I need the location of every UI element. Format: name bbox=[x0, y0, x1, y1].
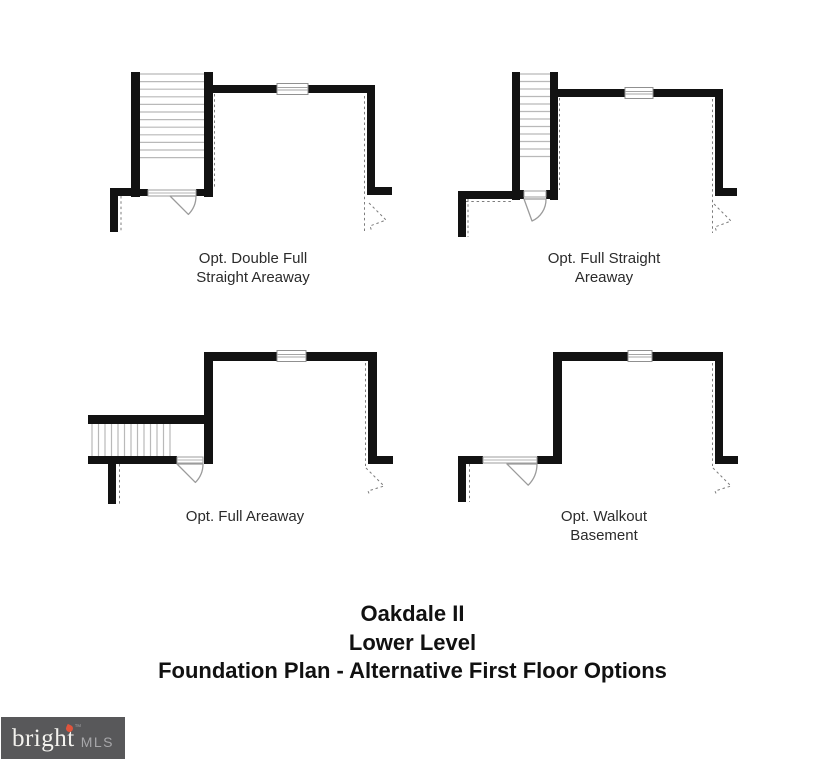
caption-line: Straight Areaway bbox=[196, 269, 310, 286]
window-symbol bbox=[276, 350, 307, 362]
left-wall bbox=[204, 352, 213, 464]
corner-wall bbox=[110, 188, 118, 232]
door-jamb bbox=[537, 456, 553, 464]
title-model-name: Oakdale II bbox=[360, 601, 465, 626]
door-jamb bbox=[546, 190, 558, 199]
right-wall bbox=[715, 89, 723, 196]
right-wall bbox=[368, 352, 377, 464]
bright-mls-logo: bright ™ MLS bbox=[1, 717, 125, 759]
stairs bbox=[140, 73, 204, 159]
sheet-title: Oakdale II Lower Level Foundation Plan -… bbox=[0, 600, 825, 686]
plan-caption-full-straight-areaway: Opt. Full Straight Areaway bbox=[500, 249, 708, 287]
areaway-step-dashed bbox=[368, 202, 387, 233]
caption-line: Basement bbox=[570, 527, 638, 544]
top-wall bbox=[558, 89, 625, 97]
window-symbol bbox=[624, 87, 654, 99]
top-wall bbox=[306, 352, 377, 361]
plan-full-straight-areaway bbox=[458, 72, 737, 237]
areaway-step-dashed bbox=[712, 467, 732, 497]
caption-line: Opt. Walkout bbox=[560, 508, 648, 525]
logo-brand-text: bright bbox=[11, 724, 75, 752]
caption-line: Opt. Full Straight bbox=[547, 250, 661, 267]
corner-wall bbox=[458, 191, 466, 237]
right-wall-foot bbox=[368, 456, 393, 464]
top-wall bbox=[204, 352, 277, 361]
right-wall-foot bbox=[715, 188, 737, 196]
plan-caption-walkout-basement: Opt. Walkout Basement bbox=[500, 507, 708, 545]
plan-double-full-straight-areaway bbox=[110, 72, 392, 233]
door-swing bbox=[169, 195, 197, 216]
corner-wall bbox=[458, 456, 466, 502]
plan-walkout-basement bbox=[458, 350, 738, 502]
window-symbol bbox=[627, 350, 653, 362]
top-wall bbox=[213, 85, 277, 93]
stair-wall-bottom bbox=[88, 456, 177, 464]
door-swing bbox=[506, 463, 538, 486]
window-symbol bbox=[276, 83, 309, 95]
bottom-wall bbox=[458, 456, 483, 464]
stair-wall-top bbox=[88, 415, 204, 424]
door-jamb bbox=[196, 189, 204, 196]
stairs bbox=[91, 424, 171, 456]
caption-line: Areaway bbox=[574, 269, 634, 286]
door-swing bbox=[523, 198, 547, 222]
stair-wall-left bbox=[512, 72, 520, 200]
door-swing bbox=[176, 463, 204, 484]
plan-full-areaway bbox=[88, 350, 393, 504]
title-plan-description: Foundation Plan - Alternative First Floo… bbox=[158, 658, 667, 683]
caption-line: Opt. Full Areaway bbox=[185, 508, 305, 525]
stair-wall-left bbox=[131, 72, 140, 197]
trademark-symbol: ™ bbox=[74, 723, 82, 731]
right-wall bbox=[367, 85, 375, 195]
corner-wall bbox=[110, 188, 131, 196]
right-wall bbox=[715, 352, 723, 464]
corner-wall bbox=[458, 191, 512, 199]
caption-line: Opt. Double Full bbox=[198, 250, 308, 267]
top-wall bbox=[308, 85, 375, 93]
stair-wall-right bbox=[204, 72, 213, 197]
left-wall bbox=[553, 352, 562, 464]
logo-wordmark: bright ™ bbox=[11, 723, 81, 752]
areaway-step-dashed bbox=[713, 203, 732, 234]
stairs bbox=[520, 73, 550, 158]
stub-wall bbox=[108, 464, 116, 504]
top-wall bbox=[652, 352, 723, 361]
stair-wall-right bbox=[550, 72, 558, 200]
plan-caption-double-full-straight-areaway: Opt. Double Full Straight Areaway bbox=[149, 249, 357, 287]
door-jamb bbox=[512, 190, 524, 199]
door-threshold bbox=[523, 190, 547, 198]
door-jamb bbox=[140, 189, 148, 196]
areaway-step-dashed bbox=[365, 467, 385, 497]
plan-caption-full-areaway: Opt. Full Areaway bbox=[141, 507, 349, 526]
logo-mls-text: MLS bbox=[80, 734, 114, 750]
right-wall-foot bbox=[367, 187, 392, 195]
right-wall-foot bbox=[715, 456, 738, 464]
top-wall bbox=[553, 352, 628, 361]
title-level: Lower Level bbox=[348, 629, 477, 655]
top-wall bbox=[653, 89, 723, 97]
